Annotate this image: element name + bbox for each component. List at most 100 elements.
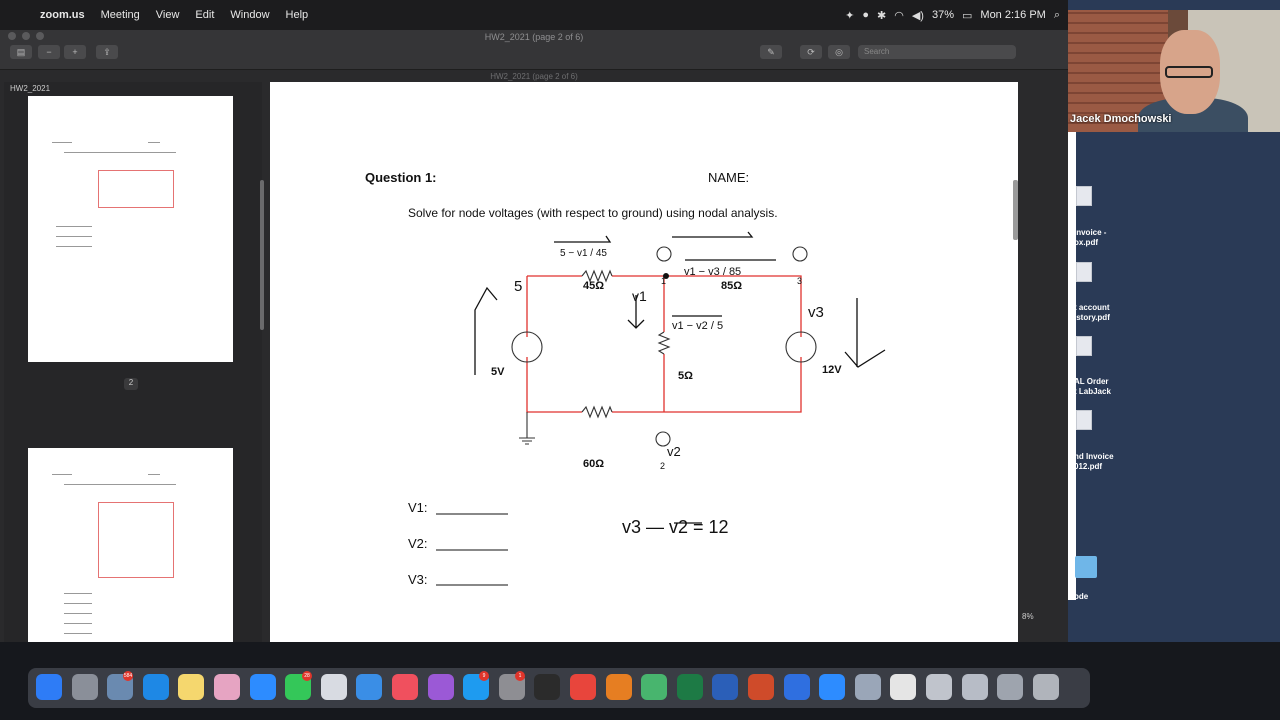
safari-icon[interactable] bbox=[142, 674, 169, 700]
menu-view[interactable]: View bbox=[155, 9, 180, 21]
node-1-marker bbox=[656, 246, 672, 262]
maps-icon[interactable] bbox=[641, 674, 668, 700]
annotate-icon[interactable]: ◎ bbox=[828, 45, 850, 59]
pdf-file-icon[interactable] bbox=[1076, 410, 1092, 430]
thumbnail-circuit bbox=[98, 502, 174, 578]
r85-label: 85Ω bbox=[721, 280, 743, 292]
pdf-file-icon[interactable] bbox=[1076, 336, 1092, 356]
facetime-badge: 28 bbox=[302, 671, 312, 681]
ground-icon bbox=[519, 412, 535, 445]
window-title: HW2_2021 (page 2 of 6) bbox=[484, 32, 584, 42]
handwritten-v2: v2 bbox=[667, 444, 681, 459]
keynote-icon[interactable] bbox=[356, 674, 383, 700]
document-icon[interactable] bbox=[890, 674, 917, 700]
dropbox-icon[interactable] bbox=[783, 674, 810, 700]
source-12v bbox=[785, 331, 817, 363]
extension-icon[interactable]: ✦ bbox=[845, 9, 855, 22]
status-dot-icon[interactable]: ● bbox=[862, 9, 870, 21]
zoom-button[interactable] bbox=[36, 32, 44, 40]
source-5v-label: 5V bbox=[491, 366, 505, 378]
handwritten-equation: v3 — v2 = 12 bbox=[622, 517, 729, 537]
menu-meeting[interactable]: Meeting bbox=[100, 9, 140, 21]
window-icon[interactable] bbox=[961, 674, 988, 700]
page-thumbnail-2[interactable] bbox=[28, 96, 233, 362]
participant-name: Jacek Dmochowski bbox=[1070, 113, 1172, 125]
pdf-file-icon[interactable] bbox=[1076, 262, 1092, 282]
node-1-label: 1 bbox=[661, 276, 667, 286]
node-3-label: 3 bbox=[797, 276, 803, 286]
file-invoice-2012[interactable]: nd Invoice 012.pdf bbox=[1074, 452, 1114, 471]
file-labjack-order[interactable]: AL Order t LabJack bbox=[1074, 377, 1111, 396]
image-capture-icon[interactable] bbox=[854, 674, 881, 700]
node-2-label: 2 bbox=[660, 461, 666, 471]
minimize-button[interactable] bbox=[22, 32, 30, 40]
trash-icon[interactable] bbox=[1032, 674, 1059, 700]
zoom-icon[interactable] bbox=[819, 674, 846, 700]
photos-icon[interactable] bbox=[214, 674, 240, 700]
menu-edit[interactable]: Edit bbox=[195, 9, 215, 21]
zoom-out-icon[interactable]: − bbox=[38, 45, 60, 59]
chrome-icon[interactable] bbox=[570, 674, 596, 700]
menu-window[interactable]: Window bbox=[230, 9, 270, 21]
screenshot-icon[interactable] bbox=[926, 674, 952, 700]
bluetooth-icon[interactable]: ✱ bbox=[877, 9, 887, 22]
zoom-in-icon[interactable]: + bbox=[64, 45, 86, 59]
sidebar-scrollbar[interactable] bbox=[260, 180, 264, 330]
handwritten-fraction-bar bbox=[554, 235, 612, 243]
messages-icon[interactable] bbox=[249, 674, 276, 700]
textedit-icon[interactable] bbox=[320, 674, 347, 700]
r60-label: 60Ω bbox=[583, 458, 605, 470]
page-thumbnail-3[interactable] bbox=[28, 448, 233, 642]
node-2-marker bbox=[655, 431, 671, 447]
podcasts-icon[interactable] bbox=[427, 674, 454, 700]
music-icon[interactable] bbox=[392, 674, 418, 700]
close-button[interactable] bbox=[8, 32, 16, 40]
thumbnail-circuit bbox=[98, 170, 174, 208]
thumbnail-page-number: 2 bbox=[124, 378, 138, 390]
rotate-icon[interactable]: ⟳ bbox=[800, 45, 822, 59]
window-controls bbox=[8, 32, 44, 40]
finder-icon[interactable] bbox=[36, 674, 62, 700]
handwritten-v3: v3 bbox=[808, 304, 824, 321]
file-invoice[interactable]: invoice - ox.pdf bbox=[1074, 228, 1107, 247]
notes-icon[interactable] bbox=[178, 674, 205, 700]
document-page[interactable]: Question 1: NAME: Solve for node voltage… bbox=[270, 82, 1018, 642]
markup-icon[interactable]: ✎ bbox=[760, 45, 782, 59]
matlab-icon[interactable] bbox=[605, 674, 632, 700]
powerpoint-icon[interactable] bbox=[748, 674, 774, 700]
zoom-level: 8% bbox=[1022, 612, 1034, 621]
menu-clock[interactable]: Mon 2:16 PM bbox=[980, 9, 1046, 21]
sidebar-title[interactable]: HW2_2021 bbox=[10, 84, 51, 93]
search-input[interactable]: Search bbox=[858, 45, 1016, 59]
question-heading: Question 1: bbox=[365, 170, 437, 185]
sidebar-toggle-icon[interactable]: ▤ bbox=[10, 45, 32, 59]
menu-app[interactable]: zoom.us bbox=[40, 9, 85, 21]
menu-help[interactable]: Help bbox=[285, 9, 309, 21]
pdf-file-icon[interactable] bbox=[1076, 186, 1092, 206]
wifi-icon[interactable]: ◠ bbox=[894, 9, 904, 22]
terminal-icon[interactable] bbox=[534, 674, 561, 700]
resistor-5 bbox=[657, 331, 671, 355]
file-account-history[interactable]: t account istory.pdf bbox=[1074, 303, 1110, 322]
handwritten-v1: v1 bbox=[632, 288, 647, 304]
resistor-60 bbox=[581, 405, 613, 419]
thumbnail-sidebar[interactable]: HW2_2021 2 bbox=[4, 82, 262, 642]
folder-icon[interactable] bbox=[1075, 556, 1097, 578]
volume-icon[interactable]: ◀) bbox=[911, 9, 924, 22]
window-icon-2[interactable] bbox=[997, 674, 1024, 700]
excel-icon[interactable] bbox=[676, 674, 703, 700]
mail-badge: 584 bbox=[123, 671, 133, 681]
handwritten-fraction-c: v1 − v2 / 5 bbox=[672, 320, 724, 332]
handwritten-fraction-bar bbox=[672, 231, 754, 238]
launchpad-icon[interactable] bbox=[71, 674, 98, 700]
spotlight-icon[interactable]: ⌕ bbox=[1053, 8, 1060, 21]
battery-icon[interactable]: ▭ bbox=[962, 9, 973, 22]
v1-label: V1: bbox=[408, 500, 428, 515]
share-icon[interactable]: ⇪ bbox=[96, 45, 118, 59]
document-scrollbar[interactable] bbox=[1013, 180, 1018, 240]
word-icon[interactable] bbox=[712, 674, 739, 700]
participant-video[interactable]: Jacek Dmochowski bbox=[1068, 10, 1280, 132]
battery-percent[interactable]: 37% bbox=[931, 9, 954, 21]
folder-mode-label[interactable]: ode bbox=[1074, 592, 1089, 601]
